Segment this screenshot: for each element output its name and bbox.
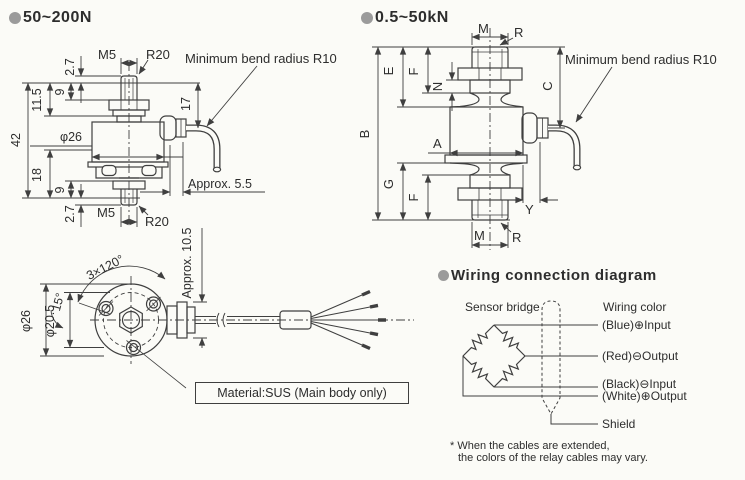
labels-large-range: M R Minimum bend radius R10 B E F N C A … [357,21,717,245]
dim-label: 17 [179,97,193,111]
bridge-resistor [459,321,498,360]
screw [125,339,187,389]
wiring-diagram [459,300,598,425]
dim-label: Approx. 10.5 [180,228,194,299]
screw [145,296,162,312]
flange [444,154,528,164]
dim-label: φ26 [19,310,33,332]
bullet-icon [361,12,373,24]
section-title-small-range: 50~200N [9,9,92,27]
stud-top [120,75,138,100]
dim-label: C [540,81,555,90]
screw [98,300,114,317]
dim-label: M [474,228,485,243]
bullet-icon [9,12,21,24]
stud-bottom [120,189,138,206]
section-title-text: 50~200N [23,9,92,26]
section-title-text: Wiring connection diagram [451,267,657,284]
dim-label: 9 [53,186,67,193]
dim-label: Y [525,202,534,217]
dim-label: 3×120° [84,252,126,283]
bridge-resistor [490,321,529,360]
wire-label: Shield [602,417,635,431]
cable-boss [521,112,538,144]
wire-label: (Black)⊖Input [602,377,677,391]
cable-break [216,312,226,328]
wire-fan [310,289,386,351]
footnote-line: the colors of the relay cables may vary. [458,452,648,464]
wiring-labels: Sensor bridge Wiring color (Blue)⊕Input … [465,300,687,431]
material-note-text: Material:SUS (Main body only) [217,386,387,400]
dim-label: 11.5 [30,88,44,111]
dim-label: 18 [30,168,44,182]
dim-label: N [430,82,445,91]
wire-label: (Blue)⊕Input [602,318,671,332]
cable-outline-dashed [541,300,561,416]
dim-label: F [406,193,421,201]
body [91,121,165,163]
dim-label: 2.7 [63,58,77,75]
dim-label: F [406,67,421,75]
section-title-large-range: 0.5~50kN [361,9,449,27]
dim-label: 15° [49,291,67,312]
washer-top [469,79,511,94]
dim-label: 42 [9,133,23,147]
dim-label: M [478,21,489,36]
bridge-resistor [490,352,529,391]
section-title-text: 0.5~50kN [375,9,449,26]
bridge-label: Sensor bridge [465,300,540,314]
dim-label: 2.7 [63,205,77,222]
labels-small-range: M5 R20 Minimum bend radius R10 42 11.5 9… [9,47,337,229]
dim-label: A [433,136,442,151]
hex-nut-bottom [457,187,523,201]
dim-label: R20 [146,47,170,62]
dim-label: R [512,230,521,245]
wiring-footnote: * When the cables are extended, the colo… [450,440,648,464]
dim-label: φ20.5 [43,305,57,337]
hex-nut [119,306,143,334]
side-view-small-range [87,62,222,226]
dim-label: E [381,66,396,75]
dim-label: Approx. 5.5 [188,177,252,191]
dims-top-view [40,228,207,357]
body [449,106,524,156]
wire-shield [550,414,598,425]
labels-top-view: φ26 φ20.5 3×120° 15° Approx. 10.5 [19,228,194,338]
cable-boss [159,115,177,141]
top-view [78,276,414,389]
dim-label: φ26 [60,130,82,144]
wire-label: (Red)⊖Output [602,349,679,363]
dims-large-range [372,33,613,249]
footnote-line: * When the cables are extended, [450,440,610,452]
dim-label: B [357,130,372,139]
color-label: Wiring color [603,300,666,314]
dim-label: 9 [53,88,67,95]
dim-label: R20 [145,214,169,229]
dim-label: R [514,25,523,40]
section-title-wiring: Wiring connection diagram [438,267,657,284]
dim-label: G [381,179,396,189]
wire-white [462,356,598,397]
washer-bottom [112,180,146,190]
bend-note: Minimum bend radius R10 [185,51,337,66]
neck [449,92,480,108]
dim-label: M5 [98,47,116,62]
bend-note: Minimum bend radius R10 [565,52,717,67]
material-note-box: Material:SUS (Main body only) [195,382,409,404]
wire-label: (White)⊕Output [602,389,687,403]
flange [87,161,169,168]
side-view-large-range [444,28,582,250]
dim-label: M5 [97,205,115,220]
bullet-icon [438,270,449,281]
bridge-resistor [459,352,498,391]
dims-small-range [22,56,265,227]
